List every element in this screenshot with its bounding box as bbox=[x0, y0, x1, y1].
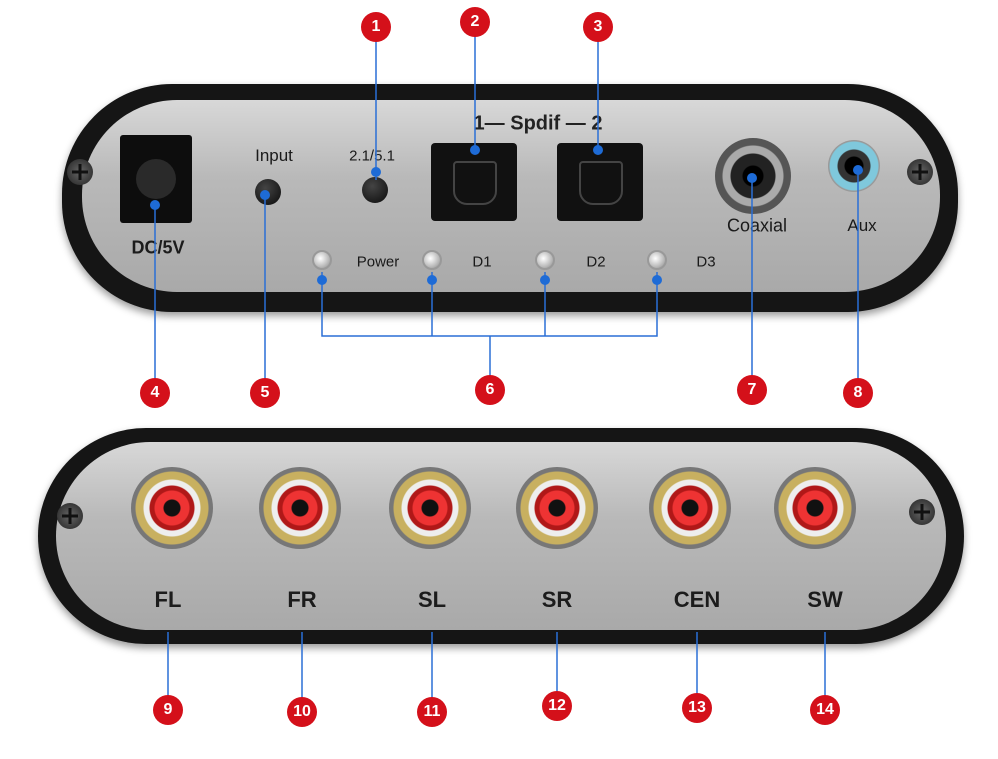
power-led bbox=[312, 250, 332, 270]
d1-label: D1 bbox=[472, 253, 492, 271]
screw-icon bbox=[67, 159, 93, 185]
mode-button[interactable] bbox=[362, 177, 388, 203]
coaxial-label: Coaxial bbox=[726, 215, 788, 236]
d3-led bbox=[647, 250, 667, 270]
power-label: Power bbox=[356, 253, 400, 271]
d2-led bbox=[535, 250, 555, 270]
callout-7: 7 bbox=[737, 375, 767, 405]
input-label: Input bbox=[255, 146, 293, 165]
aux-label: Aux bbox=[847, 216, 877, 235]
callout-6: 6 bbox=[475, 375, 505, 405]
callout-10: 10 bbox=[287, 697, 317, 727]
aux-jack[interactable] bbox=[828, 140, 880, 192]
callout-9: 9 bbox=[153, 695, 183, 725]
spdif-1-port[interactable] bbox=[431, 143, 517, 221]
callout-4: 4 bbox=[140, 378, 170, 408]
callout-2: 2 bbox=[460, 7, 490, 37]
callout-1: 1 bbox=[361, 12, 391, 42]
dc-label: DC/5V bbox=[131, 237, 185, 258]
d2-label: D2 bbox=[586, 253, 606, 271]
rca-fr[interactable] bbox=[259, 467, 341, 549]
screw-icon bbox=[57, 503, 83, 529]
rca-sl[interactable] bbox=[389, 467, 471, 549]
mode-label: 2.1/5.1 bbox=[349, 147, 395, 165]
screw-icon bbox=[907, 159, 933, 185]
callout-11: 11 bbox=[417, 697, 447, 727]
channel-label: SR bbox=[541, 587, 573, 612]
spdif-2-port[interactable] bbox=[557, 143, 643, 221]
channel-label: CEN bbox=[673, 587, 721, 612]
channel-label: FL bbox=[154, 587, 182, 612]
rca-sr[interactable] bbox=[516, 467, 598, 549]
rca-fl[interactable] bbox=[131, 467, 213, 549]
channel-label: SW bbox=[807, 587, 843, 612]
callout-12: 12 bbox=[542, 691, 572, 721]
d3-label: D3 bbox=[696, 253, 716, 271]
spdif-label: 1— Spdif — 2 bbox=[473, 112, 603, 135]
d1-led bbox=[422, 250, 442, 270]
callout-8: 8 bbox=[843, 378, 873, 408]
channel-label: SL bbox=[417, 587, 447, 612]
callout-13: 13 bbox=[682, 693, 712, 723]
dc-jack[interactable] bbox=[120, 135, 192, 223]
screw-icon bbox=[909, 499, 935, 525]
callout-5: 5 bbox=[250, 378, 280, 408]
callout-3: 3 bbox=[583, 12, 613, 42]
rca-sw[interactable] bbox=[774, 467, 856, 549]
rca-cen[interactable] bbox=[649, 467, 731, 549]
channel-label: FR bbox=[287, 587, 317, 612]
callout-14: 14 bbox=[810, 695, 840, 725]
